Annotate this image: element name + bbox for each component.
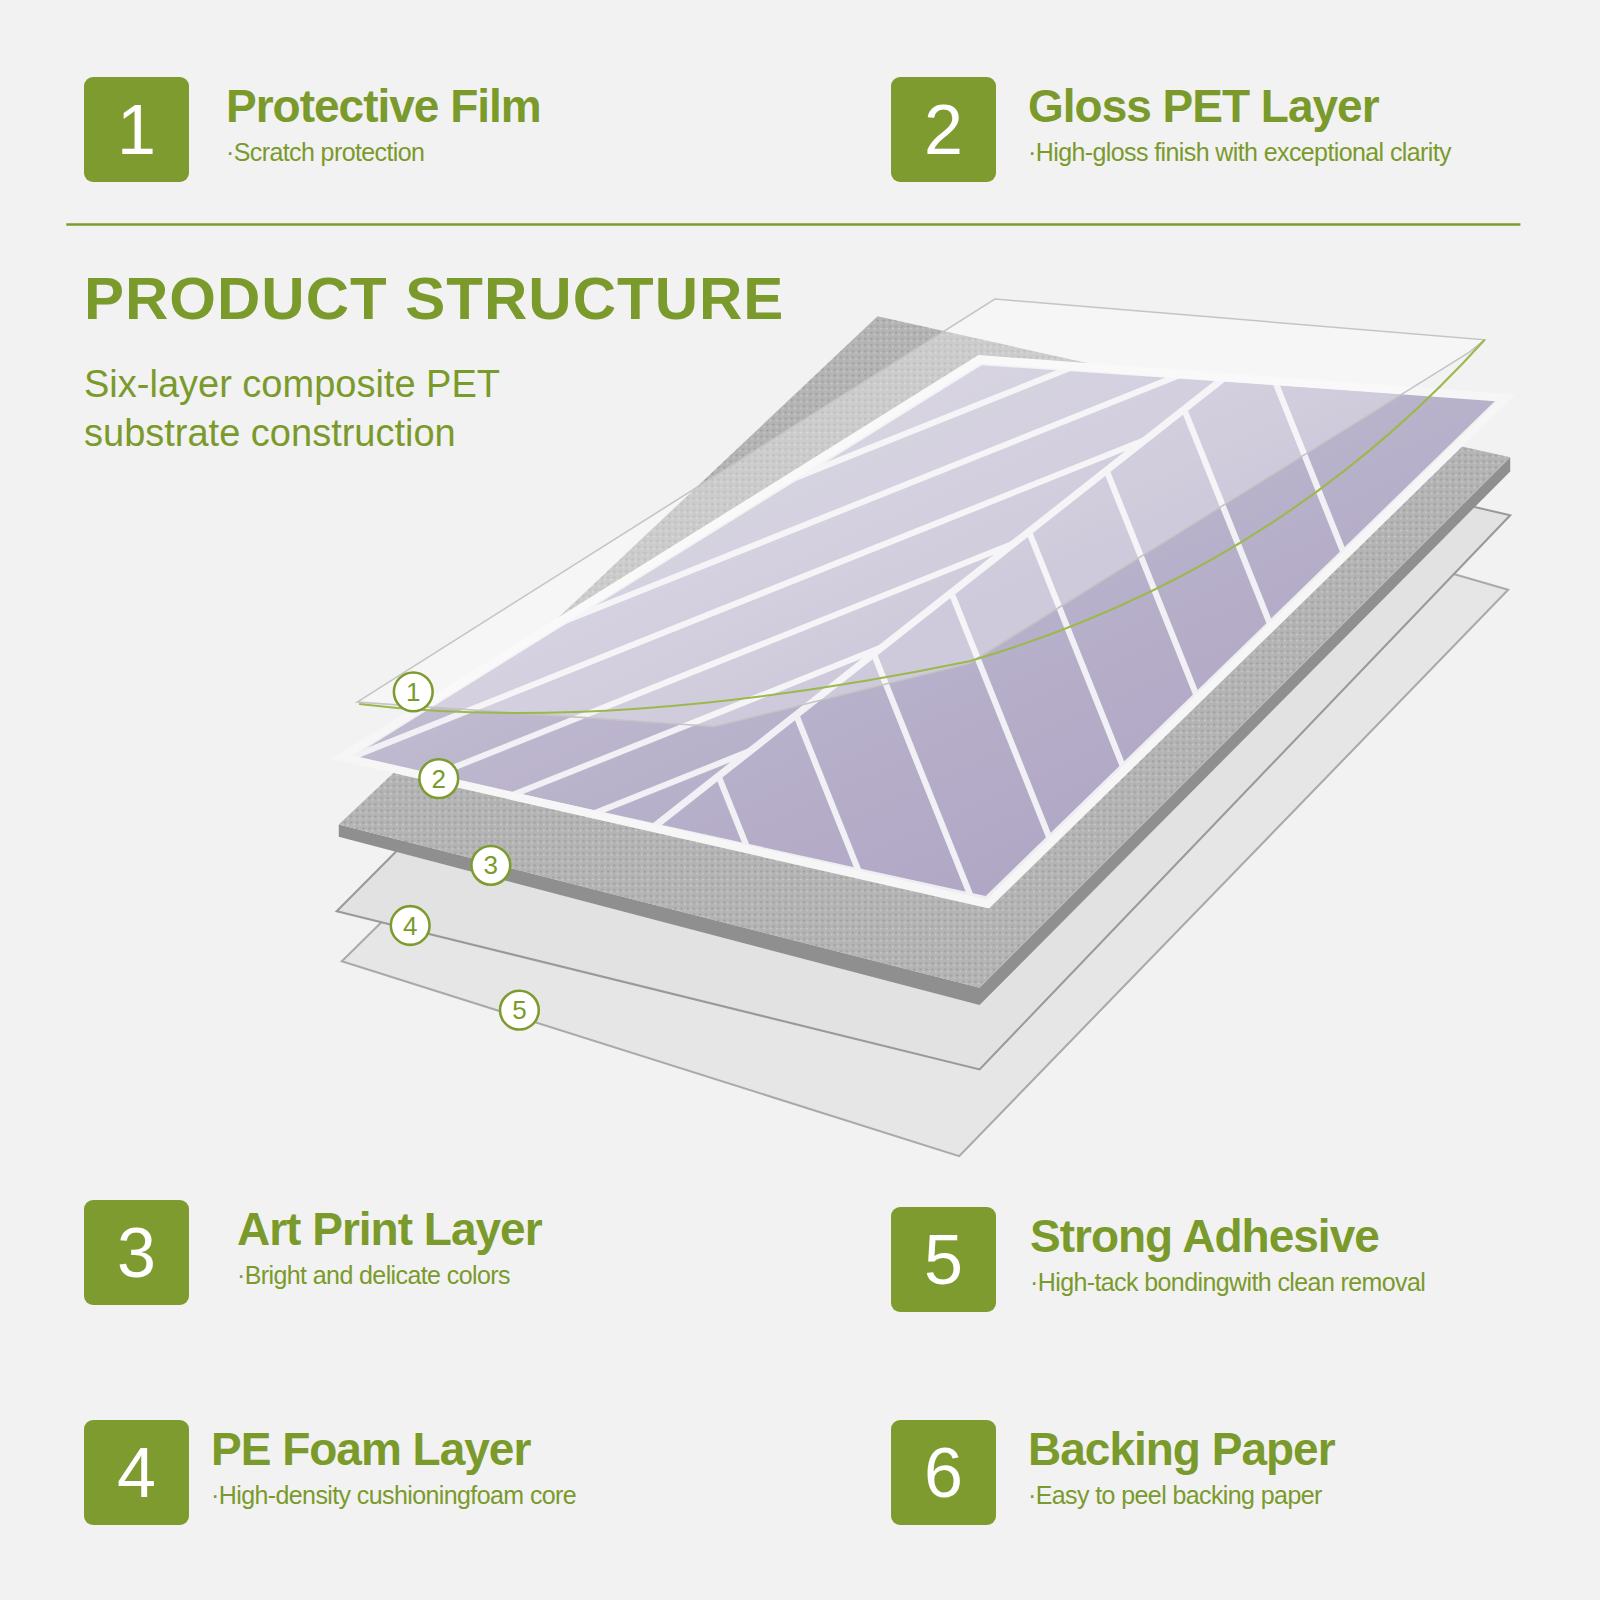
layer-description: ·High-gloss finish with exceptional clar… xyxy=(1028,137,1578,167)
number-square: 3 xyxy=(84,1200,189,1305)
number-square: 2 xyxy=(891,77,996,182)
diagram-title: PRODUCT STRUCTURE xyxy=(84,266,784,332)
callout-number: 2 xyxy=(421,761,457,797)
layer-description: ·High-tack bondingwith clean removal xyxy=(1030,1267,1580,1297)
layer-description: ·Bright and delicate colors xyxy=(237,1260,787,1290)
layer-number: 1 xyxy=(117,95,156,165)
number-square: 5 xyxy=(891,1207,996,1312)
number-square: 1 xyxy=(84,77,189,182)
layer-title: Gloss PET Layer xyxy=(1028,81,1379,132)
layer-description: ·High-density cushioningfoam core xyxy=(211,1480,761,1510)
layer-description: ·Easy to peel backing paper xyxy=(1028,1480,1578,1510)
callout-number: 1 xyxy=(395,674,431,710)
callout-number: 5 xyxy=(501,992,537,1028)
layer-title: Backing Paper xyxy=(1028,1424,1335,1475)
number-square: 4 xyxy=(84,1420,189,1525)
callout-number: 3 xyxy=(473,847,509,883)
layer-title: PE Foam Layer xyxy=(211,1424,530,1475)
layer-description: ·Scratch protection xyxy=(226,137,776,167)
subtitle: Six-layer composite PET substrate constr… xyxy=(84,360,604,459)
layer-number: 2 xyxy=(924,95,963,165)
layer-title: Strong Adhesive xyxy=(1030,1211,1379,1262)
callout-number: 4 xyxy=(392,908,428,944)
layer-number: 5 xyxy=(924,1225,963,1295)
layer-number: 4 xyxy=(117,1438,156,1508)
number-square: 6 xyxy=(891,1420,996,1525)
layer-title: Art Print Layer xyxy=(237,1204,542,1255)
layer-number: 3 xyxy=(117,1218,156,1288)
layer-title: Protective Film xyxy=(226,81,541,132)
layer-number: 6 xyxy=(924,1438,963,1508)
